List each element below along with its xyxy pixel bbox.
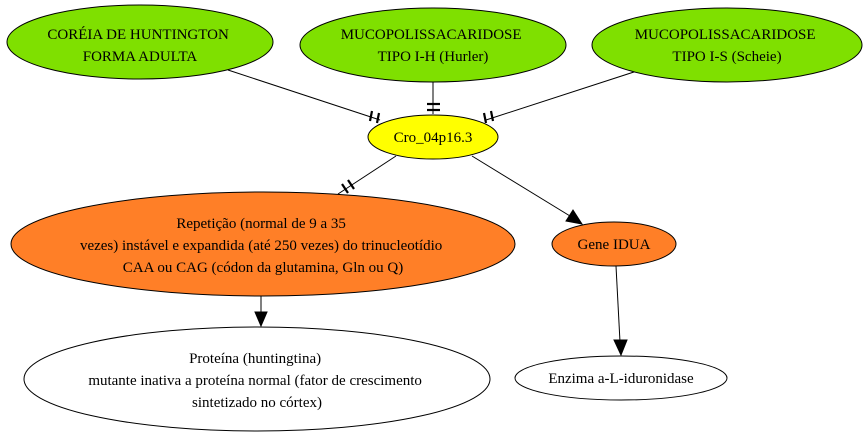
edge-idua-enzima [615,265,621,343]
edges [227,69,641,357]
edge-coreia-cro-tick-1 [368,110,374,122]
node-enzima-shape [514,355,728,401]
node-repeticao: Repetição (normal de 9 a 35 vezes) instá… [10,191,516,297]
node-cro-04p16-3: Cro_04p16.3 [367,114,499,160]
node-repeticao-line-3: CAA ou CAG (códon da glutamina, Gln ou Q… [123,260,403,276]
node-coreia-shape [6,4,274,80]
node-proteina-line-3: sintetizado no córtex) [192,395,322,411]
node-proteina-line-1: Proteína (huntingtina) [189,351,321,367]
node-hurler-line-1: MUCOPOLISSACARIDOSE [341,27,522,43]
node-hurler-shape [299,7,567,83]
node-gene-idua: Gene IDUA [551,221,677,267]
edge-scheie-cro-tick-2 [489,110,495,122]
node-proteina-label: Proteína (huntingtina) mutante inativa a… [88,351,425,411]
node-repeticao-line-1: Repetição (normal de 9 a 35 [176,216,346,232]
node-cro-line-1: Cro_04p16.3 [394,130,473,146]
edge-repeticao-proteina-arrowhead [254,311,268,328]
node-repeticao-label: Repetição (normal de 9 a 35 vezes) instá… [80,216,446,276]
node-scheie-shape [591,7,863,83]
edge-coreia-cro [227,69,381,121]
node-idua-label: Gene IDUA [578,237,651,253]
node-mucopolissacaridose-hurler: MUCOPOLISSACARIDOSE TIPO I-H (Hurler) [299,7,567,83]
edge-cro-idua-arrowhead [565,209,584,225]
node-repeticao-line-2: vezes) instável e expandida (até 250 vez… [80,238,442,254]
node-mucopolissacaridose-scheie: MUCOPOLISSACARIDOSE TIPO I-S (Scheie) [591,7,863,83]
node-scheie-line-2: TIPO I-S (Scheie) [672,49,781,65]
edge-cro-repeticao-tick-2 [347,179,355,190]
node-enzima-line-1: Enzima a-L-iduronidase [548,371,694,387]
node-coreia-label: CORÉIA DE HUNTINGTON FORMA ADULTA [47,26,232,65]
node-proteina-shape [23,326,491,432]
node-coreia-line-1: CORÉIA DE HUNTINGTON [47,26,229,43]
node-scheie-label: MUCOPOLISSACARIDOSE TIPO I-S (Scheie) [635,27,820,65]
node-cro-label: Cro_04p16.3 [394,130,473,146]
node-hurler-line-2: TIPO I-H (Hurler) [378,49,489,65]
node-proteina-line-2: mutante inativa a proteína normal (fator… [88,373,422,389]
node-cro-shape [367,114,499,160]
edge-cro-idua [471,155,571,217]
node-enzima-label: Enzima a-L-iduronidase [548,371,694,387]
node-repeticao-shape [10,191,516,297]
edge-scheie-cro [485,69,641,121]
edge-idua-enzima-arrowhead [613,339,628,357]
node-scheie-line-1: MUCOPOLISSACARIDOSE [635,27,816,43]
node-idua-line-1: Gene IDUA [578,237,651,253]
node-coreia-huntington: CORÉIA DE HUNTINGTON FORMA ADULTA [6,4,274,80]
edge-scheie-cro-tick-1 [482,112,488,124]
edge-coreia-cro-tick-2 [375,112,381,124]
edge-cro-repeticao [337,155,397,195]
edge-cro-repeticao-tick-1 [341,183,349,194]
node-hurler-label: MUCOPOLISSACARIDOSE TIPO I-H (Hurler) [341,27,526,65]
node-enzima: Enzima a-L-iduronidase [514,355,728,401]
node-proteina: Proteína (huntingtina) mutante inativa a… [23,326,491,432]
node-idua-shape [551,221,677,267]
node-coreia-line-2: FORMA ADULTA [83,49,198,65]
